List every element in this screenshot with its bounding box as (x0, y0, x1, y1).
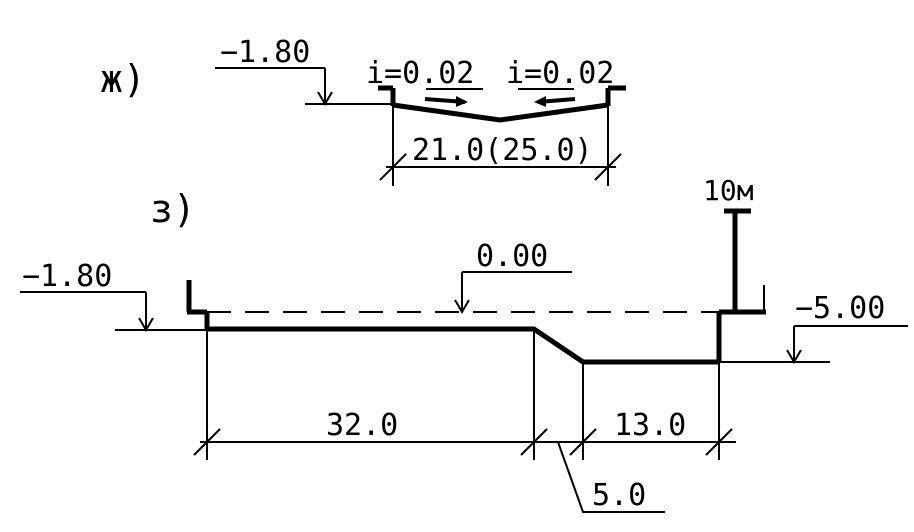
z-dim-slope-label: 5.0 (592, 478, 646, 513)
z-level-right-label: −5.00 (795, 291, 885, 326)
zh-slope-right-arrowhead (534, 96, 546, 107)
section-z (20, 208, 908, 513)
z-marker: з) (150, 187, 196, 231)
zh-marker: ж) (100, 57, 146, 101)
zh-channel-bottom (392, 102, 609, 123)
z-dim-left-label: 32.0 (326, 408, 398, 443)
z-dim-slope-leader (557, 441, 665, 513)
z-height-label: 10м (703, 174, 754, 207)
z-dim-tick-a (193, 428, 221, 456)
z-dim-tick-c (569, 428, 597, 456)
z-level-left-label: −1.80 (22, 259, 112, 294)
z-level-top-arrow (454, 299, 470, 314)
zh-width-label: 21.0(25.0) (412, 133, 593, 168)
z-level-right-arrow (786, 349, 802, 364)
zh-slope-left-arrowhead (456, 96, 468, 107)
section-zh (215, 67, 626, 186)
zh-slope-left-label: i=0.02 (366, 56, 474, 91)
zh-slope-right-label: i=0.02 (506, 56, 614, 91)
z-level-top-label: 0.00 (476, 239, 548, 274)
zh-level-left-label: −1.80 (220, 35, 310, 70)
z-channel-bottom (207, 326, 719, 365)
z-dim-tick-b (520, 428, 548, 456)
zh-dim-tick-right (594, 153, 622, 181)
zh-dim-tick-left (379, 153, 407, 181)
z-dim-right-label: 13.0 (614, 408, 686, 443)
z-dim-tick-d (705, 428, 733, 456)
